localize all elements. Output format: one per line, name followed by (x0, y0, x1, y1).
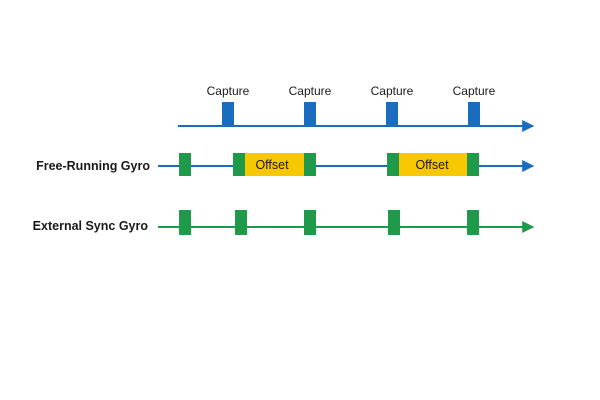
external-sync-pulse-3 (304, 210, 316, 235)
capture-label-2: Capture (289, 84, 332, 98)
capture-pulse-4 (468, 102, 480, 126)
offset-label-1: Offset (255, 158, 289, 172)
free-running-pulse-4 (387, 153, 399, 176)
capture-row: Capture Capture Capture Capture (178, 84, 535, 132)
capture-label-4: Capture (453, 84, 496, 98)
external-sync-pulse-5 (467, 210, 479, 235)
external-sync-pulse-2 (235, 210, 247, 235)
capture-pulse-1 (222, 102, 234, 126)
external-sync-pulse-4 (388, 210, 400, 235)
free-running-pulse-1 (179, 153, 191, 176)
external-sync-pulse-1 (179, 210, 191, 235)
free-running-pulse-2 (233, 153, 245, 176)
offset-band-2 (397, 153, 469, 176)
free-running-pulse-3 (304, 153, 316, 176)
free-running-gyro-row: Free-Running Gyro Offset Offset (36, 153, 535, 176)
capture-label-1: Capture (207, 84, 250, 98)
external-sync-gyro-row: External Sync Gyro (33, 210, 535, 235)
external-sync-gyro-label: External Sync Gyro (33, 219, 149, 233)
offset-label-2: Offset (415, 158, 449, 172)
offset-band-1 (243, 153, 305, 176)
capture-label-3: Capture (371, 84, 414, 98)
free-running-gyro-label: Free-Running Gyro (36, 159, 150, 173)
capture-pulse-3 (386, 102, 398, 126)
capture-pulse-2 (304, 102, 316, 126)
free-running-pulse-5 (467, 153, 479, 176)
